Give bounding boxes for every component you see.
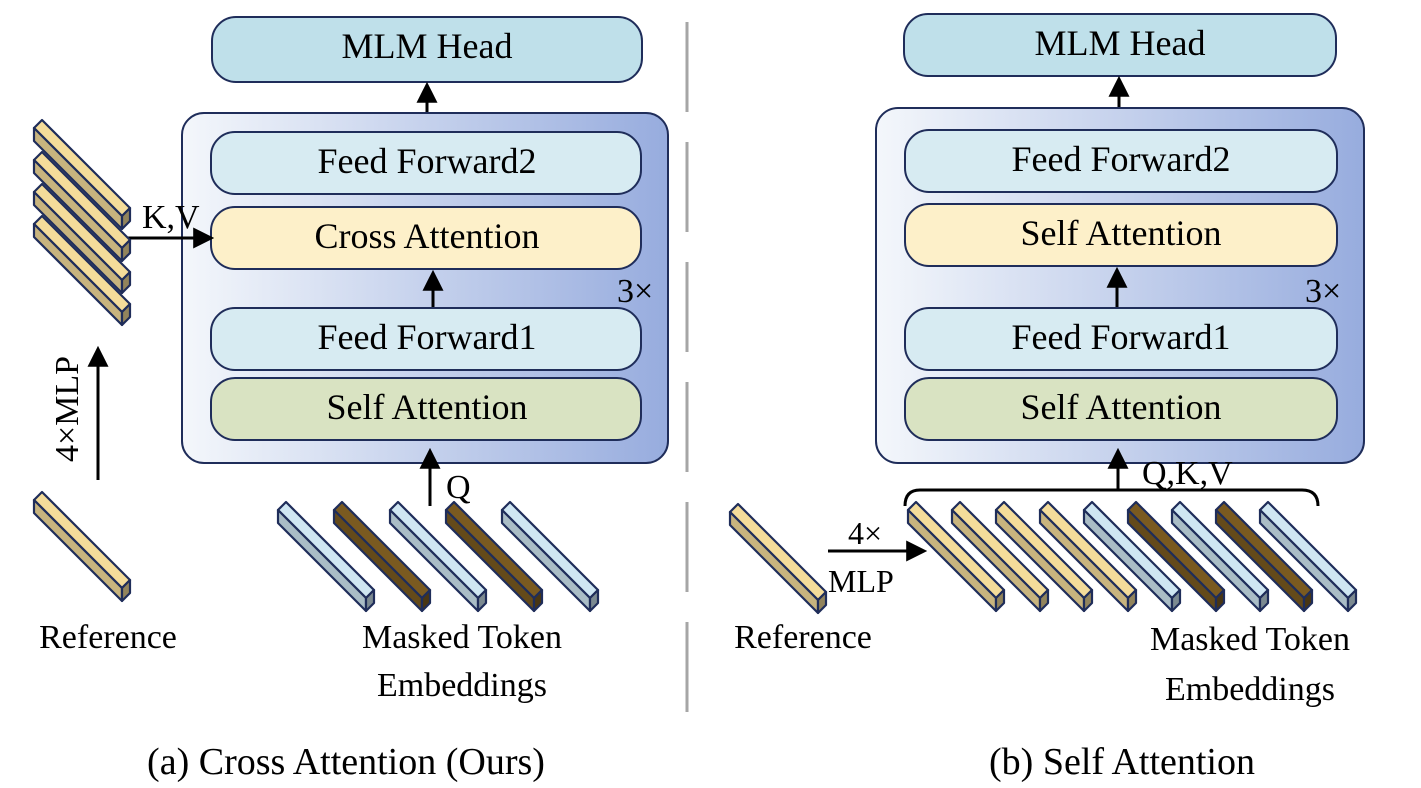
mlp-label-top-b: 4× [848, 515, 882, 551]
reference-token-a [32, 490, 132, 603]
repeat-label-a: 3× [617, 273, 653, 310]
projected-token-a-2 [32, 150, 132, 263]
masked-token-a-5 [500, 500, 600, 613]
token-b-3 [994, 500, 1094, 613]
feed-forward2-label-a: Feed Forward2 [318, 141, 537, 181]
reference-bar-a [32, 490, 132, 603]
caption-a: (a) Cross Attention (Ours) [147, 741, 545, 783]
self-attention-label-a: Self Attention [327, 387, 528, 427]
masked-label-line1-a: Masked Token [362, 619, 562, 656]
mlp-label-bottom-b: MLP [828, 563, 894, 599]
masked-label-line2-b: Embeddings [1165, 671, 1335, 708]
token-b-7 [1170, 500, 1270, 613]
self-attention-box-b [904, 377, 1338, 441]
feed-forward2-label-b: Feed Forward2 [1012, 139, 1231, 179]
reference-bar-b [728, 502, 828, 615]
token-b-4 [1038, 500, 1138, 613]
feed-forward1-label-b: Feed Forward1 [1012, 317, 1231, 357]
token-b-5 [1082, 500, 1182, 613]
self-attention-top-box-b [904, 203, 1338, 267]
reference-token-b [728, 502, 828, 615]
caption-b: (b) Self Attention [989, 741, 1255, 783]
masked-token-a-2 [332, 500, 432, 613]
masked-token-a-3 [388, 500, 488, 613]
reference-label-b: Reference [734, 619, 872, 656]
feed-forward2-box-b [904, 129, 1338, 193]
reference-label-a: Reference [39, 619, 177, 656]
feed-forward1-box-b [904, 307, 1338, 371]
masked-label-line1-b: Masked Token [1150, 621, 1350, 658]
masked-token-a-1 [276, 500, 376, 613]
self-attention-label-b: Self Attention [1021, 387, 1222, 427]
projected-token-a-1 [32, 118, 132, 231]
token-b-6 [1126, 500, 1226, 613]
feed-forward1-box-a [210, 307, 642, 371]
feed-forward1-label-a: Feed Forward1 [318, 317, 537, 357]
token-b-2 [950, 500, 1050, 613]
feed-forward2-box-a [210, 131, 642, 195]
token-b-1 [906, 500, 1006, 613]
projected-token-a-3 [32, 182, 132, 295]
self-attention-top-label-b: Self Attention [1021, 213, 1222, 253]
panel-b: MLM Head Feed Forward2 Self Attention 3×… [728, 13, 1365, 783]
token-b-9 [1258, 500, 1358, 613]
mlm-head-label-a: MLM Head [342, 26, 513, 66]
mlm-head-label-b: MLM Head [1035, 23, 1206, 63]
panel-a: MLM Head Feed Forward2 Cross Attention 3… [32, 16, 669, 783]
token-brace-b [903, 488, 1320, 507]
cross-attention-label-a: Cross Attention [314, 216, 539, 256]
qkv-label-b: Q,K,V [1142, 455, 1233, 492]
mlp-label-a: 4×MLP [49, 356, 86, 462]
reference-projected-stack-a [32, 118, 132, 327]
q-label-a: Q [446, 469, 471, 506]
repeat-label-b: 3× [1305, 273, 1341, 310]
kv-label-a: K,V [142, 199, 200, 236]
self-attention-box-a [210, 377, 642, 441]
projected-token-a-4 [32, 214, 132, 327]
masked-token-embeddings-b [906, 500, 1358, 613]
masked-token-a-4 [444, 500, 544, 613]
masked-label-line2-a: Embeddings [377, 667, 547, 704]
token-b-8 [1214, 500, 1314, 613]
masked-token-embeddings-a [276, 500, 600, 613]
